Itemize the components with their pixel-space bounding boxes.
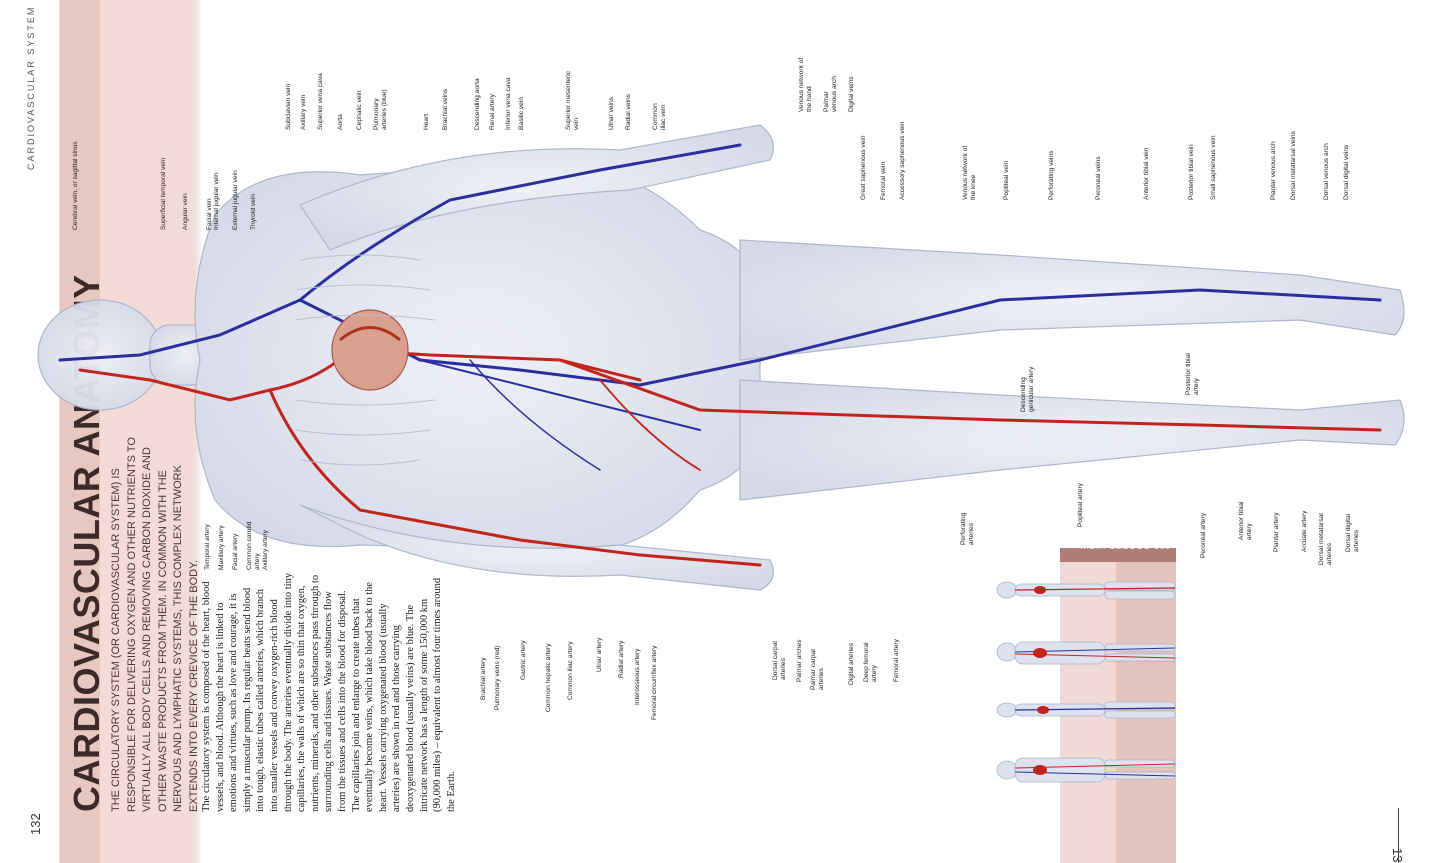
femoral-circumflex-path xyxy=(599,379,701,471)
leg-vein-path xyxy=(298,288,1382,387)
label-basilic-vein: Basilic vein xyxy=(518,97,525,130)
label-brachial-artery: Brachial artery xyxy=(480,657,487,700)
left-leg xyxy=(739,379,1405,501)
label-renal-artery: Renal artery xyxy=(489,94,496,130)
label-cephalic-vein: Cephalic vein xyxy=(356,90,363,130)
ribcage xyxy=(294,254,436,466)
label-dorsal-digital-veins: Dorsal digital veins xyxy=(1343,144,1350,200)
label-ulnar-veins: Ulnar veins xyxy=(608,97,615,130)
label-temporal-artery: Temporal artery xyxy=(204,524,211,570)
label-axillary-vein: Axillary vein xyxy=(300,94,307,130)
label-small-saphenous-vein: Small saphenous vein xyxy=(1210,135,1217,200)
label-common-carotid-artery: Common carotid artery xyxy=(246,521,261,570)
left-margin xyxy=(0,0,60,863)
label-cerebral-vein: Cerebral vein, or sagittal sinus xyxy=(72,141,79,230)
label-subclavian-vein: Subclavian vein xyxy=(285,83,292,130)
inset-heading: 360-DEGREE VIEW xyxy=(1079,541,1170,550)
label-superior-mesenteric-vein: Superior mesenteric vein xyxy=(565,70,580,130)
label-inferior-vena-cava: Inferior vena cava xyxy=(505,77,512,130)
title-band-dark xyxy=(60,0,100,863)
label-peroneal-artery: Peroneal artery xyxy=(1200,512,1207,558)
label-brachial-veins: Brachial veins xyxy=(442,88,449,130)
label-deep-femoral-artery: Deep femoral artery xyxy=(863,642,878,682)
label-gastric-artery: Gastric artery xyxy=(520,640,527,680)
label-dorsal-venous-arch: Dorsal venous arch xyxy=(1323,143,1330,200)
label-femoral-artery: Femoral artery xyxy=(893,639,900,682)
label-common-iliac-vein: Common iliac vein xyxy=(652,103,667,130)
label-posterior-tibial-vein: Posterior tibial vein xyxy=(1188,144,1195,200)
label-palmar-arches: Palmar arches xyxy=(796,639,803,682)
label-palmar-carpal-arteries: Palmar carpal arteries xyxy=(810,649,825,690)
label-descending-aorta: Descending aorta xyxy=(474,78,481,130)
label-venous-network-hand: Venous network of the hand xyxy=(798,57,813,112)
label-dorsal-digital-arteries: Dorsal digital arteries xyxy=(1345,513,1360,552)
label-peroneal-veins: Peroneal veins xyxy=(1095,156,1102,200)
label-perforating-arteries: Perforating arteries xyxy=(960,512,975,545)
label-venous-network-knee: Venous network of the knee xyxy=(962,145,977,200)
label-accessory-saphenous-vein: Accessory saphenous vein xyxy=(899,121,906,200)
label-dorsal-metatarsal-arteries: Dorsal metatarsal arteries xyxy=(1318,513,1333,565)
label-pulmonary-arteries: Pulmonary arteries (blue) xyxy=(373,89,388,130)
veins xyxy=(58,143,1382,471)
label-descending-genicular-artery: Descending genicular artery xyxy=(1020,366,1035,412)
label-radial-artery: Radial artery xyxy=(618,640,625,678)
label-anterior-tibial-artery: Anterior tibial artery xyxy=(1238,501,1253,540)
label-posterior-tibial-artery: Posterior tibial artery xyxy=(1185,353,1200,395)
label-axillary-artery: Axillary artery xyxy=(262,530,269,570)
right-leg xyxy=(739,239,1405,361)
label-popliteal-vein: Popliteal vein xyxy=(1003,160,1010,200)
label-aorta: Aorta xyxy=(337,114,344,130)
label-radial-veins: Radial veins xyxy=(625,94,632,130)
label-dorsal-carpal-arteries: Dorsal carpal arteries xyxy=(772,641,787,680)
label-perforating-veins: Perforating veins xyxy=(1048,150,1055,200)
label-anterior-tibial-vein: Anterior tibial vein xyxy=(1143,147,1150,200)
label-superficial-temporal-vein: Superficial temporal vein xyxy=(160,157,167,230)
inset-figure-1 xyxy=(996,581,1176,600)
label-digital-veins: Digital veins xyxy=(848,76,855,112)
label-superior-vena-cava: Superior vena cava xyxy=(317,73,324,130)
label-popliteal-artery: Popliteal artery xyxy=(1077,483,1084,527)
inset-figures xyxy=(996,581,1176,783)
label-plantar-venous-arch: Plantar venous arch xyxy=(1270,141,1277,200)
label-femoral-vein: Femoral vein xyxy=(880,161,887,200)
label-angular-vein: Angular vein xyxy=(182,193,189,230)
label-great-saphenous-vein: Great saphenous vein xyxy=(860,135,867,200)
label-palmar-venous-arch: Palmar venous arch xyxy=(823,76,838,112)
inset-heading-bar: 360-DEGREE VIEW xyxy=(1060,541,1176,562)
left-arm xyxy=(299,504,774,591)
label-pulmonary-veins-red: Pulmonary veins (red) xyxy=(494,645,501,711)
leg-artery-path xyxy=(558,358,1382,432)
iliac-vein-path xyxy=(419,359,701,431)
label-heart: Heart xyxy=(423,113,430,130)
label-plantar-artery: Plantar artery xyxy=(1273,512,1280,552)
label-thyroid-vein: Thyroid vein xyxy=(250,194,257,230)
label-common-hepatic-artery: Common hepatic artery xyxy=(545,643,552,712)
label-external-jugular-vein: External jugular vein xyxy=(232,170,239,230)
label-arcuate-artery: Arcuate artery xyxy=(1301,510,1308,552)
inset-figure-4 xyxy=(996,757,1176,783)
label-facial-artery: Facial artery xyxy=(232,533,239,570)
label-digital-arteries: Digital arteries xyxy=(848,642,855,685)
mesenteric-vein-path xyxy=(469,359,601,471)
label-maxillary-artery: Maxillary artery xyxy=(218,525,225,570)
label-interosseous-artery: Interosseous artery xyxy=(634,648,641,705)
inset-figure-2 xyxy=(996,641,1176,665)
label-common-iliac-artery: Common iliac artery xyxy=(567,641,574,700)
label-femoral-circumflex-artery: Femoral circumflex artery xyxy=(651,645,658,720)
label-ulnar-artery: Ulnar artery xyxy=(596,637,603,672)
heart xyxy=(331,309,409,391)
label-internal-jugular-vein: Internal jugular vein xyxy=(213,172,220,230)
arm-artery-path xyxy=(268,388,762,567)
page-number-right-box: 133 xyxy=(1390,808,1424,863)
inset-figure-3 xyxy=(996,701,1176,719)
label-dorsal-metatarsal-veins: Dorsal metatarsal veins xyxy=(1290,131,1297,200)
